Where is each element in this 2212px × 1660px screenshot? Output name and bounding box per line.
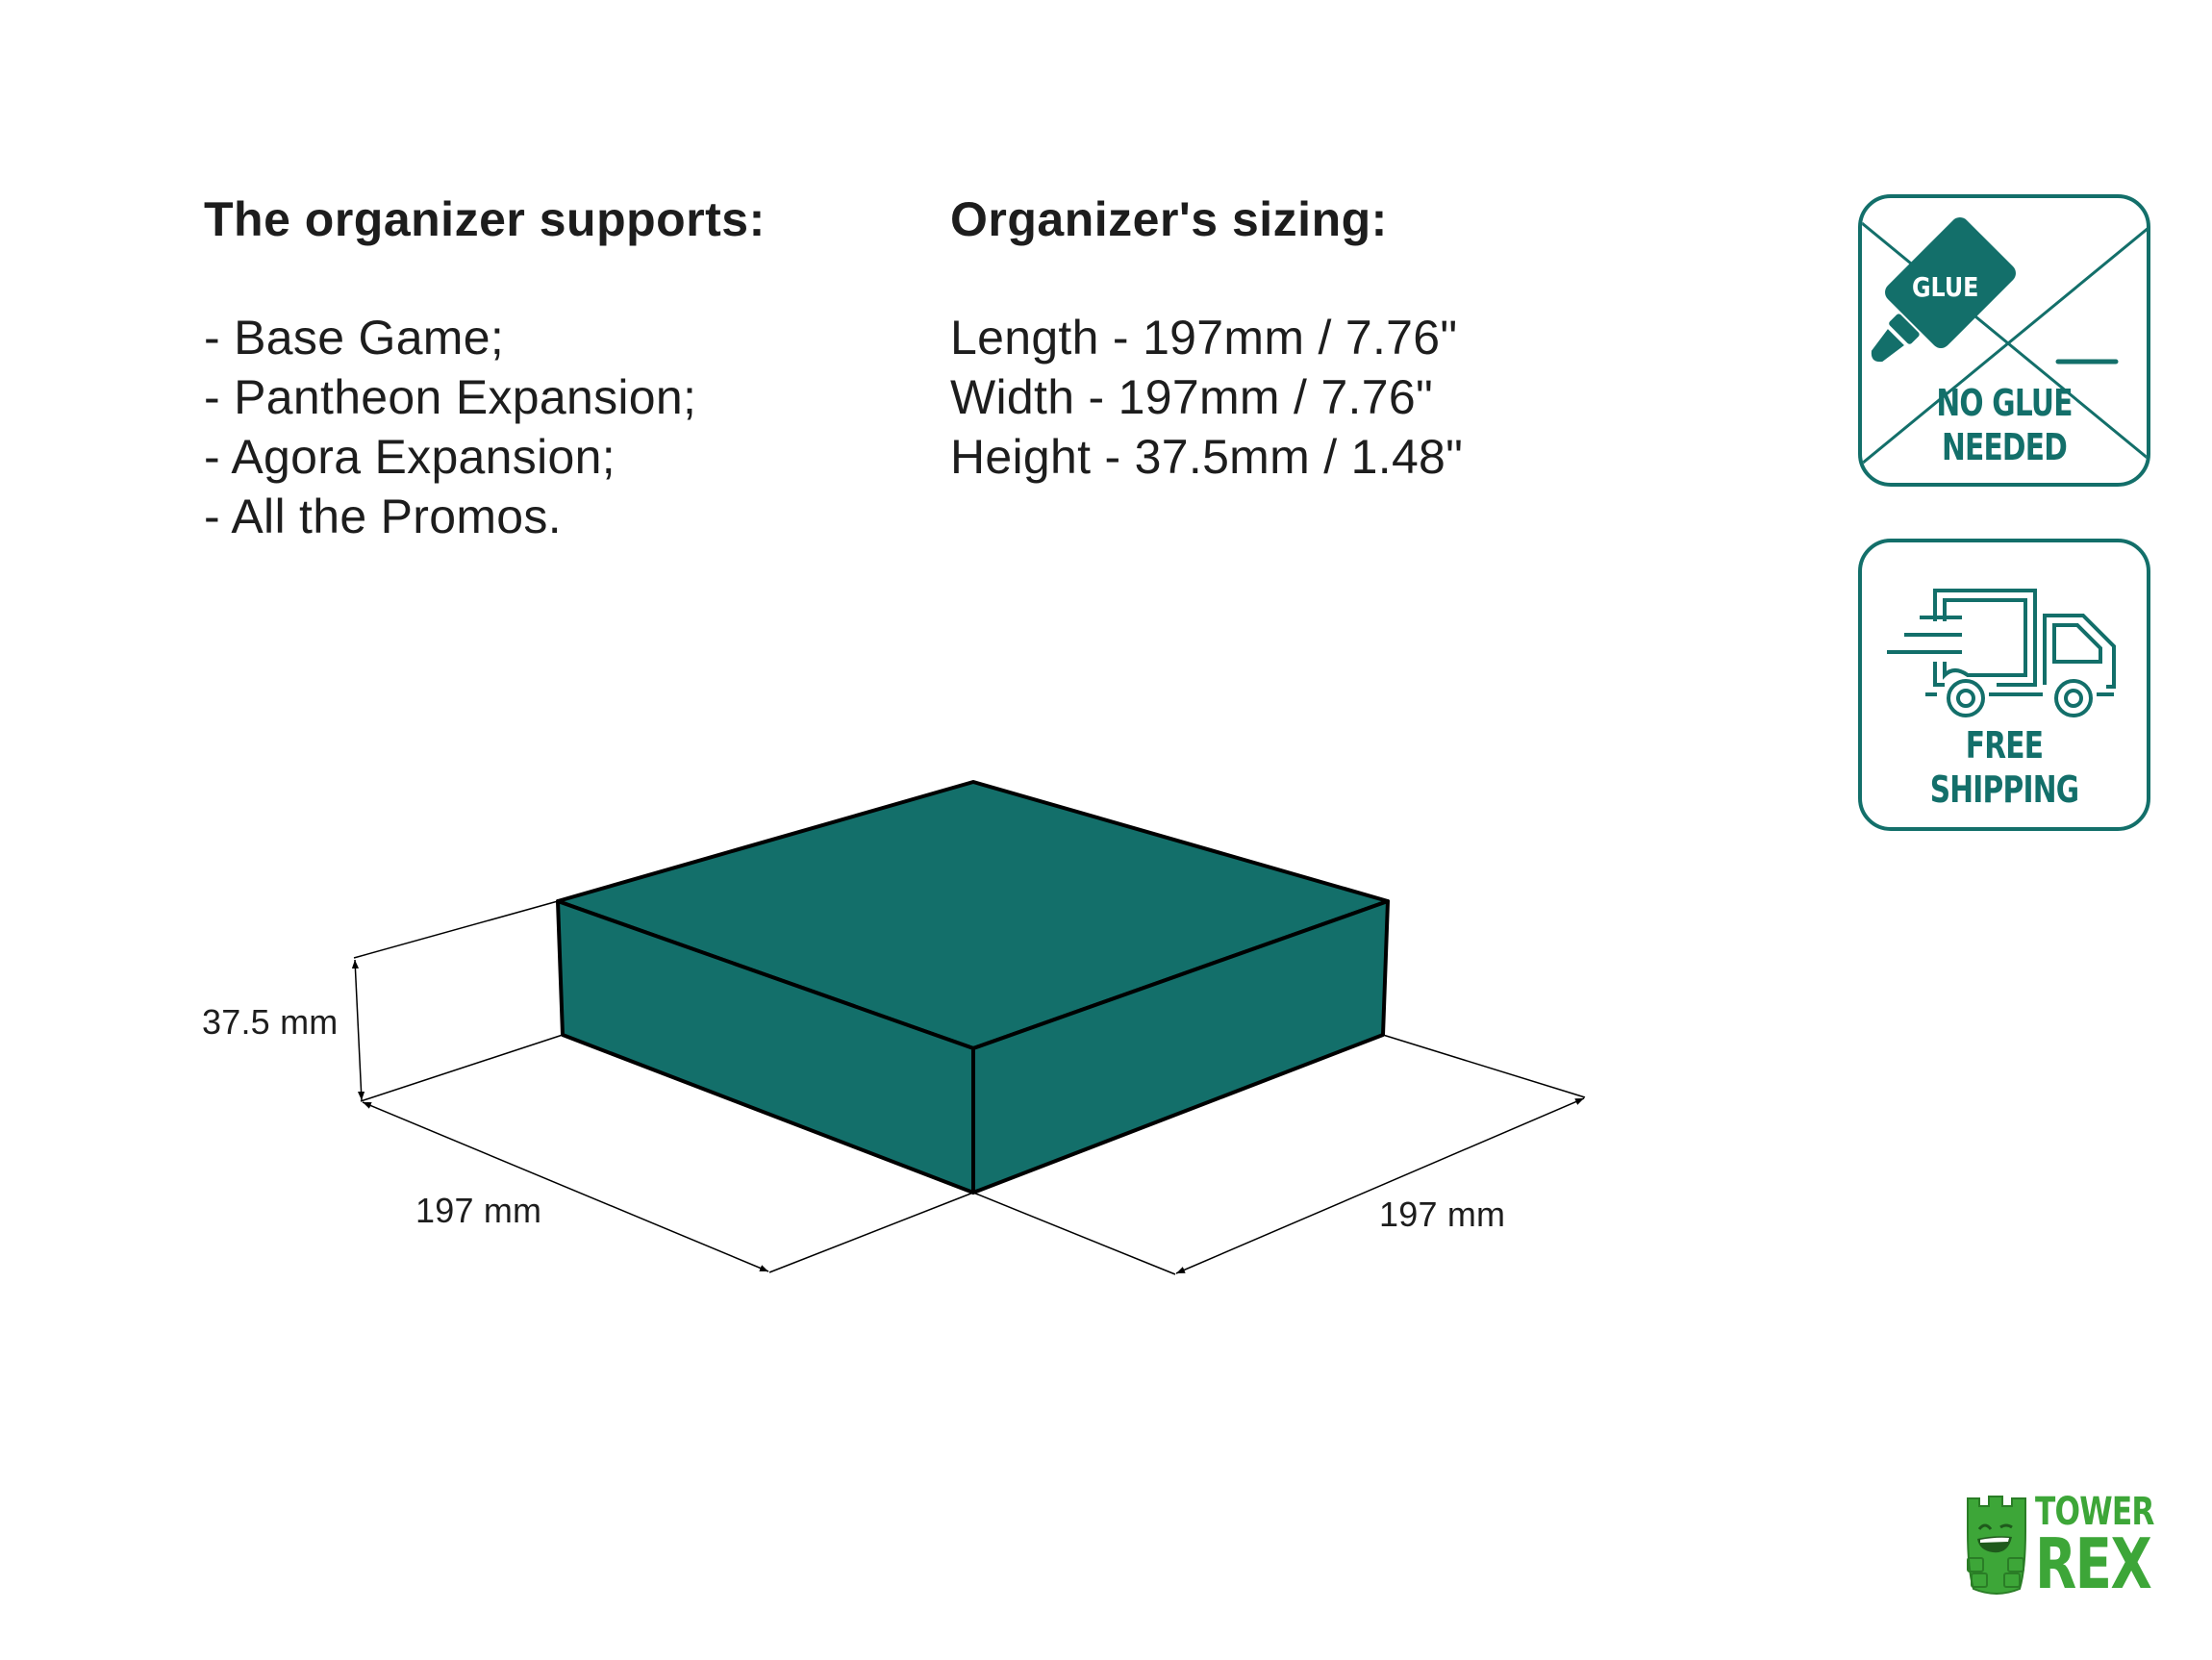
tower-rex-logo: TOWER REX [1962, 1493, 2164, 1600]
height-extension-top [353, 900, 559, 959]
length-dimension-arrow [362, 1101, 769, 1272]
free-shipping-badge: FREE SHIPPING [1858, 539, 2150, 831]
length-dimension-label: 197 mm [415, 1191, 542, 1230]
supports-item: - All the Promos. [204, 490, 562, 543]
width-extension-back [1382, 1034, 1586, 1098]
height-dimension-label: 37.5 mm [202, 1002, 339, 1042]
free-shipping-line2: SHIPPING [1929, 768, 2079, 811]
sizing-length: Length - 197mm / 7.76" [950, 311, 1458, 365]
free-shipping-text: FREE SHIPPING [1894, 723, 2116, 812]
sizing-list: Length - 197mm / 7.76" Width - 197mm / 7… [950, 308, 1463, 487]
sizing-height: Height - 37.5mm / 1.48" [950, 430, 1464, 484]
delivery-truck-icon [1887, 589, 2116, 717]
logo-line1: TOWER [2035, 1490, 2154, 1534]
height-dimension-arrow [351, 959, 365, 1101]
no-glue-line2: NEEDED [1941, 426, 2068, 468]
sizing-heading: Organizer's sizing: [950, 192, 1388, 246]
tower-rex-wordmark: TOWER REX [2035, 1493, 2154, 1598]
supports-item: - Base Game; [204, 311, 505, 365]
no-glue-text: NO GLUE NEEDED [1894, 381, 2116, 469]
tower-mascot-icon [1967, 1496, 2026, 1595]
width-dimension-arrow [1175, 1097, 1585, 1274]
organizer-box [556, 780, 1390, 1195]
no-glue-line1: NO GLUE [1936, 382, 2073, 424]
width-dimension-label: 197 mm [1379, 1195, 1506, 1234]
glue-bottle-crossed-icon: GLUE [1862, 217, 2147, 465]
supports-item: - Agora Expansion; [204, 430, 616, 484]
supports-list: - Base Game; - Pantheon Expansion; - Ago… [204, 308, 696, 546]
glue-bottle-label: GLUE [1912, 272, 1978, 303]
length-extension [768, 1192, 974, 1273]
no-glue-badge: GLUE NO GLUE NEEDED [1858, 194, 2150, 487]
dimension-lines [351, 900, 1586, 1275]
free-shipping-line1: FREE [1965, 724, 2044, 767]
supports-heading: The organizer supports: [204, 192, 766, 246]
height-extension-bottom [360, 1034, 564, 1102]
sizing-width: Width - 197mm / 7.76" [950, 370, 1434, 424]
supports-item: - Pantheon Expansion; [204, 370, 697, 424]
logo-line2: REX [2035, 1523, 2152, 1604]
width-extension-front [972, 1192, 1176, 1275]
